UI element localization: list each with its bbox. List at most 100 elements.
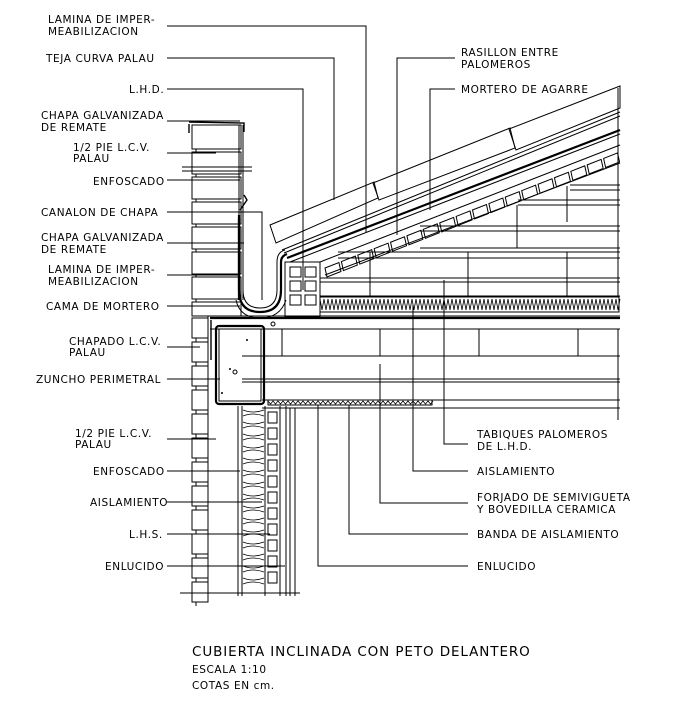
lhs-cell [267, 427, 278, 440]
insulation-wave [242, 517, 265, 525]
label-lamina-imper-mid: LAMINA DE IMPER-MEABILIZACION [48, 264, 155, 288]
rasillon-cell [389, 236, 408, 252]
lower-wall [180, 316, 300, 606]
leader-rasillon [396, 57, 455, 235]
lhs-cell [267, 539, 278, 552]
insulation-zigzag-vertical [242, 409, 265, 585]
banda-aislamiento-hatch [267, 400, 434, 405]
lhs-cell [267, 475, 278, 488]
leader-canalon [167, 211, 263, 300]
label-canalon: CANALON DE CHAPA [41, 207, 159, 219]
label-enlucido-left: ENLUCIDO [105, 561, 164, 573]
brick-course [191, 317, 209, 339]
label-enlucido-right: ENLUCIDO [477, 561, 536, 573]
label-half-pie-bottom: 1/2 PIE L.C.V.PALAU [75, 428, 152, 451]
title-block: CUBIERTA INCLINADA CON PETO DELANTERO ES… [192, 644, 531, 692]
drawing-scale: ESCALA 1:10 [192, 664, 267, 676]
brick-course [191, 557, 209, 579]
palomeros [320, 88, 620, 297]
zuncho-perimetral [214, 324, 266, 406]
insulation-wave [242, 565, 265, 573]
leader-tabiques-palomeros [443, 280, 468, 445]
rasillon-cell [439, 216, 457, 233]
rasillon-cell [504, 190, 522, 207]
gutter-outer [237, 215, 288, 314]
label-half-pie-top: 1/2 PIE L.C.V.PALAU [73, 142, 150, 165]
leader-lines [167, 25, 468, 567]
rasillon-cell [603, 152, 621, 169]
banda-zigzag [267, 400, 434, 405]
lhs-cell [267, 459, 278, 472]
label-banda-aislamiento: BANDA DE AISLAMIENTO [477, 529, 619, 541]
gutter-inner [242, 215, 286, 309]
insulation-wave [242, 457, 265, 465]
drawing-title: CUBIERTA INCLINADA CON PETO DELANTERO [192, 644, 531, 660]
insulation-zigzag-horizontal [319, 298, 621, 311]
label-mortero-agarre: MORTERO DE AGARRE [461, 84, 589, 96]
leader-mortero-agarre [429, 88, 455, 210]
rasillon-cell [553, 171, 571, 188]
rasillon-cell [357, 248, 375, 265]
rasillon-cells [324, 152, 621, 278]
brick-course [191, 389, 209, 411]
roof-insulation [319, 296, 621, 313]
brick-course [191, 413, 209, 435]
brick-course [191, 581, 209, 603]
rasillon-cell [488, 197, 506, 214]
lhs-cell [267, 507, 278, 520]
gutter-canalon [235, 215, 290, 319]
leader-banda-aislamiento [348, 405, 468, 535]
brick-course [191, 365, 209, 387]
rasillon-cell [471, 203, 490, 220]
insulation-wave [242, 445, 265, 453]
lhs-cell [267, 555, 278, 568]
insulation-wave [242, 541, 265, 549]
rasillon-cell [537, 178, 555, 194]
insulation-wave [242, 481, 265, 489]
label-enfoscado-bottom: ENFOSCADO [93, 466, 165, 478]
brick-courses-lower [191, 317, 209, 606]
parapet-brick-wall [182, 121, 252, 317]
brick-course [191, 437, 209, 459]
rasillon-cell [324, 261, 342, 278]
insulation-wave [242, 577, 265, 585]
label-lhd: L.H.D. [129, 84, 164, 96]
label-enfoscado-top: ENFOSCADO [93, 176, 165, 188]
brick-course [191, 533, 209, 555]
leader-enlucido-right [317, 405, 468, 567]
lhs-cell [267, 491, 278, 504]
lhs-cell [267, 443, 278, 456]
insulation-wave [242, 493, 265, 501]
rasillon-cell [455, 210, 473, 227]
insulation-wave [242, 409, 265, 417]
label-lhs: L.H.S. [129, 529, 163, 541]
brick-course [191, 485, 209, 507]
insulation-wave [242, 469, 265, 477]
insulation-wave [242, 433, 265, 441]
left-labels: LAMINA DE IMPER-MEABILIZACION TEJA CURVA… [36, 14, 168, 573]
label-chapado: CHAPADO L.C.V.PALAU [69, 336, 161, 359]
leader-aislamiento-right [412, 305, 468, 472]
sloped-roof [269, 85, 621, 278]
brick-course [191, 509, 209, 531]
rasillon-cell [521, 184, 539, 201]
drawing-units: COTAS EN cm. [192, 680, 275, 692]
insulation-wave [242, 529, 265, 537]
insulation-wave [242, 553, 265, 561]
label-aislamiento-right: AISLAMIENTO [477, 466, 555, 478]
lhs-cell [267, 523, 278, 536]
insulation-zigzag [319, 298, 621, 311]
brick-course [191, 461, 209, 483]
leader-lamina-imper-top [167, 25, 367, 232]
brick-course [191, 341, 209, 363]
leader-teja-curva [167, 57, 335, 200]
lhs-cell [267, 411, 278, 424]
leader-forjado [379, 364, 468, 504]
leader-lhd [167, 88, 304, 290]
